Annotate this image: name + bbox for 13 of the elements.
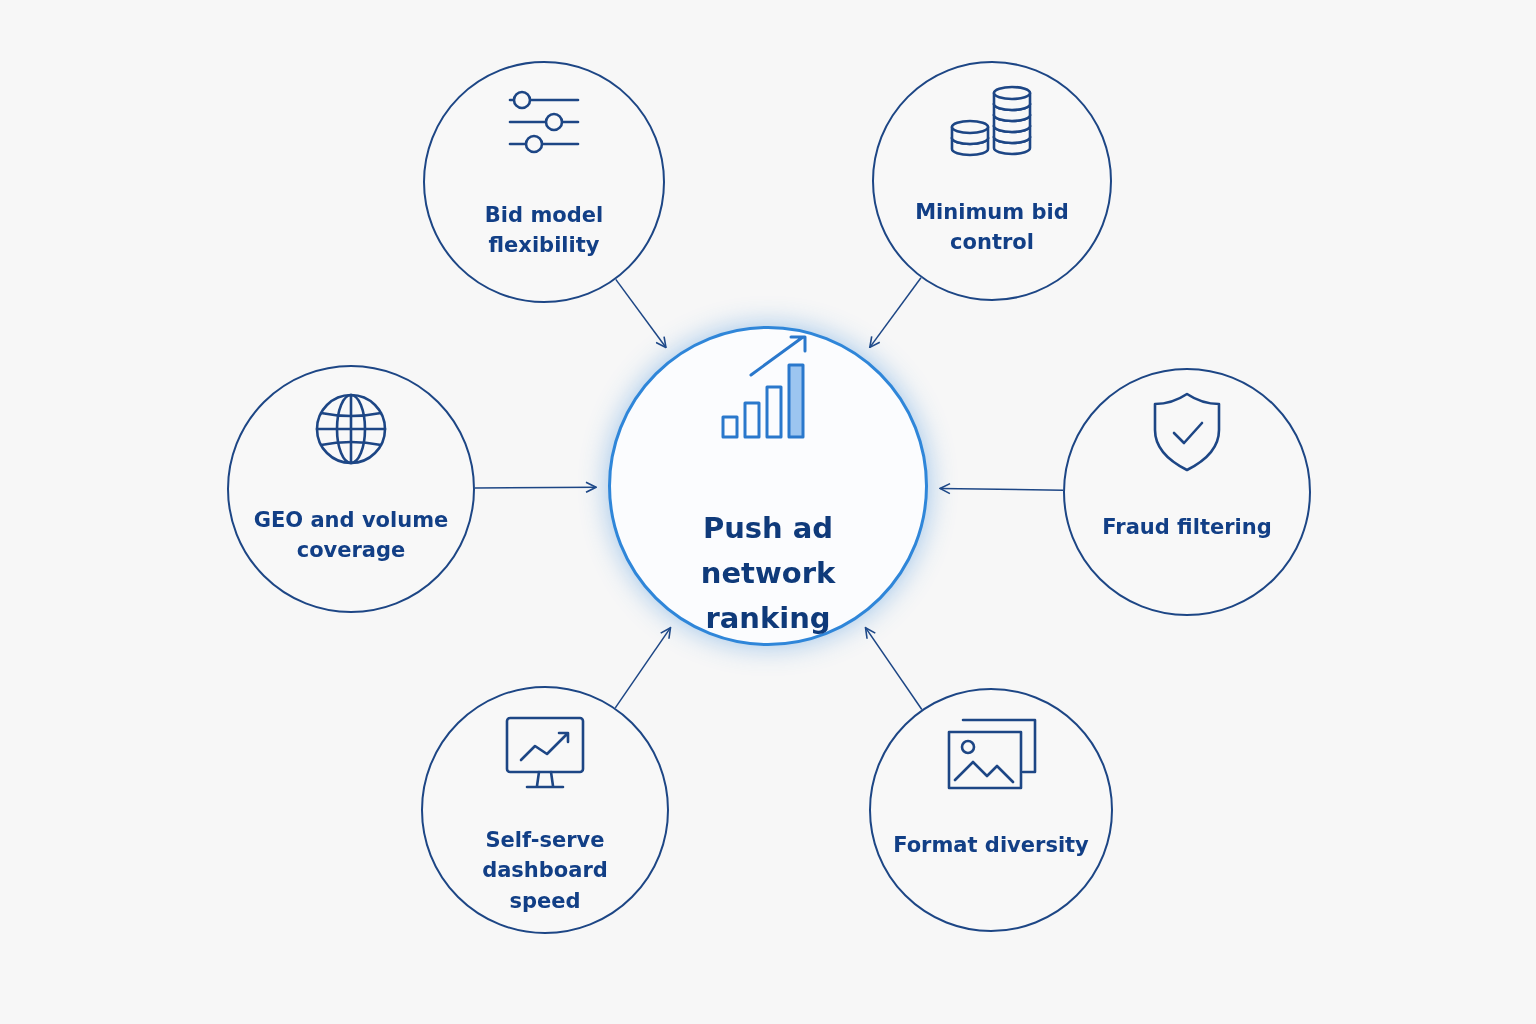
factor-label: Bid model flexibility bbox=[483, 202, 605, 260]
factor-label: GEO and volume coverage bbox=[252, 507, 450, 565]
factor-label: Minimum bid control bbox=[914, 199, 1070, 257]
factor-label: Self-serve dashboard speed bbox=[481, 827, 609, 915]
factor-label: Format diversity bbox=[892, 832, 1090, 859]
arrow bbox=[474, 481, 597, 494]
arrow bbox=[869, 276, 922, 349]
arrow bbox=[615, 278, 667, 349]
arrow bbox=[614, 626, 672, 709]
arrow bbox=[939, 482, 1064, 495]
arrow bbox=[864, 626, 923, 711]
factor-label: Fraud filtering bbox=[1101, 514, 1273, 541]
central-title: Push ad network ranking bbox=[699, 510, 837, 637]
